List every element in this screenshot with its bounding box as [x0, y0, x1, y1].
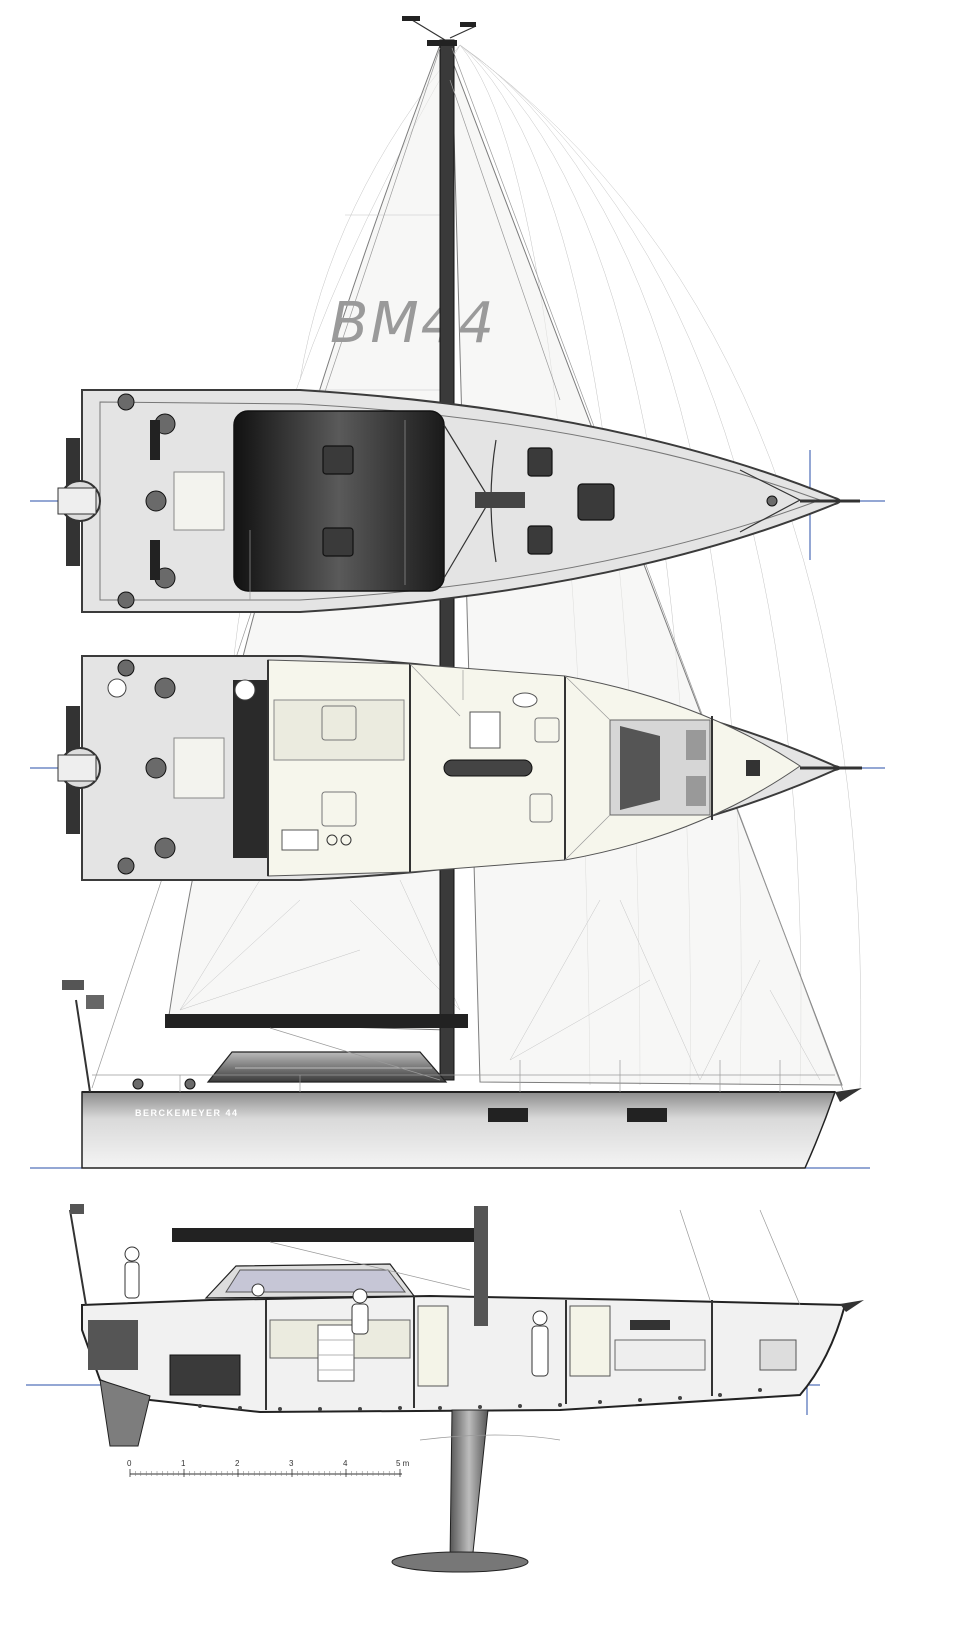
scale-tick-4: 4	[343, 1459, 348, 1468]
side-elevation-view: BERCKEMEYER 44	[30, 980, 870, 1169]
crew-figure-icon	[107, 678, 127, 698]
scale-tick-2: 2	[235, 1459, 240, 1468]
accommodation-plan-view	[30, 655, 885, 881]
scale-tick-0: 0	[127, 1459, 132, 1468]
scale-tick-3: 3	[289, 1459, 294, 1468]
galley-drawers	[317, 1324, 355, 1382]
keel-bulb	[391, 1551, 529, 1573]
winch-icon	[117, 393, 135, 411]
hull-port	[627, 1108, 667, 1122]
masthead-instruments	[402, 16, 477, 46]
mast-section	[474, 1206, 488, 1326]
boom-section	[172, 1228, 477, 1242]
hull-name: BERCKEMEYER 44	[135, 1108, 239, 1118]
engine	[169, 1354, 241, 1396]
deck-hatch	[322, 445, 354, 475]
deck-plan-view	[30, 389, 885, 613]
keel	[449, 1409, 489, 1563]
galley-sink-icon	[281, 829, 319, 851]
saloon-table	[443, 759, 533, 777]
winch-icon	[117, 591, 135, 609]
head-sink-icon	[512, 692, 538, 708]
people-figures	[124, 1246, 549, 1377]
boom	[165, 1014, 468, 1028]
hull-port	[488, 1108, 528, 1122]
helm-pedestal-icon	[145, 490, 167, 512]
rudder	[99, 1379, 151, 1447]
foredeck-hatch	[577, 483, 615, 521]
radar-icon	[62, 980, 84, 990]
hull-exterior	[81, 1091, 837, 1169]
crew-figure-icon	[234, 679, 256, 701]
deck-hatch	[527, 447, 553, 477]
scale-bar: 0 1 2 3 4 5 m	[127, 1459, 410, 1477]
sail-logo: BM44	[330, 291, 496, 356]
profile-section-view	[26, 1204, 864, 1573]
stove-icon	[326, 834, 338, 846]
cabin-top	[233, 410, 445, 592]
cabin-house	[206, 1051, 448, 1083]
scale-tick-1: 1	[181, 1459, 186, 1468]
scale-tick-5: 5 m	[396, 1459, 410, 1468]
deck-hatch	[527, 525, 553, 555]
deck-hatch	[322, 527, 354, 557]
